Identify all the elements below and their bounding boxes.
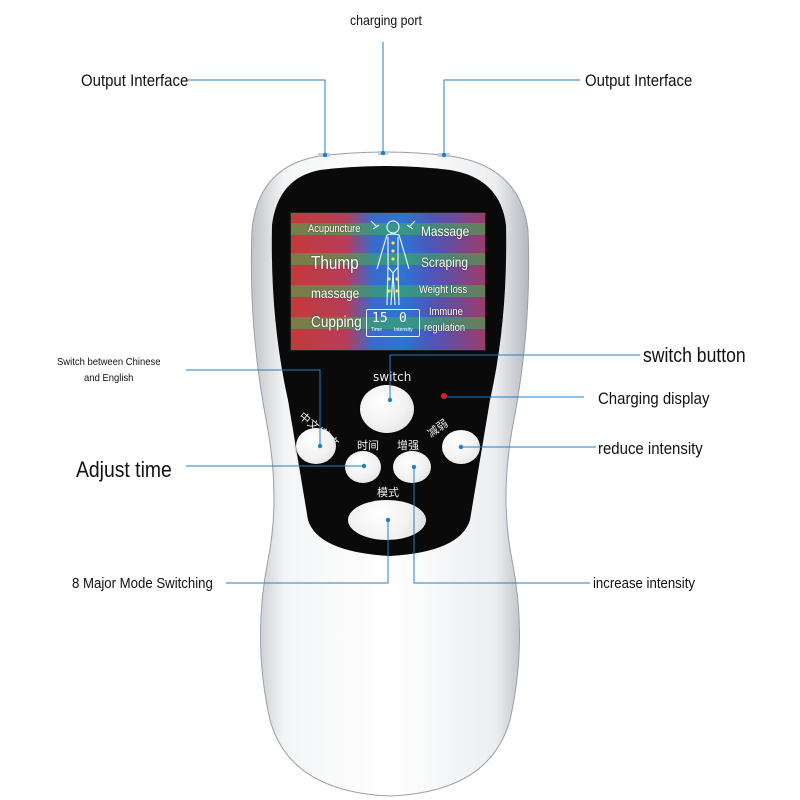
mode-cupping: Cupping	[311, 314, 362, 331]
callout-output-interface-right: Output Interface	[585, 71, 693, 90]
mode-button-label: 模式	[377, 486, 399, 499]
callout-charging-port: charging port	[350, 12, 422, 28]
time-button-label: 时间	[357, 439, 379, 452]
charging-led	[441, 393, 447, 399]
dot-adjust-time	[361, 463, 367, 469]
leader-output-left	[186, 79, 326, 154]
readout-panel: 15 0 Time Intensity	[366, 309, 420, 337]
dot-increase-intensity	[411, 464, 417, 470]
leader-language	[186, 369, 321, 446]
switch-button[interactable]	[360, 385, 414, 433]
callout-switch-language: Switch between Chinese and English	[57, 356, 161, 384]
dot-reduce-intensity	[458, 444, 464, 450]
dot-output-right	[441, 152, 447, 158]
language-button[interactable]	[296, 428, 336, 464]
mode-weight-loss: Weight loss	[419, 284, 468, 296]
dot-language	[317, 443, 323, 449]
mode-immune-line1: Immune	[429, 306, 463, 318]
callout-increase-intensity: increase intensity	[593, 575, 695, 592]
time-value: 15	[372, 311, 388, 326]
callout-switch-button: switch button	[643, 345, 746, 367]
callout-mode-switching: 8 Major Mode Switching	[72, 575, 213, 592]
mode-scraping: Scraping	[421, 254, 468, 270]
callout-adjust-time: Adjust time	[76, 457, 172, 482]
dot-output-left	[322, 152, 328, 158]
leader-switch-button	[389, 354, 640, 400]
dot-charging-port	[380, 150, 386, 156]
intensity-value: 0	[399, 311, 407, 326]
dot-switch-button	[387, 397, 393, 403]
callout-reduce-intensity: reduce intensity	[598, 439, 703, 458]
callout-charging-display: Charging display	[598, 389, 710, 408]
leader-increase-intensity	[413, 467, 590, 584]
leader-output-right	[443, 79, 580, 154]
increase-button-label: 增强	[397, 439, 419, 452]
callout-output-interface-left: Output Interface	[81, 71, 189, 90]
mode-massage: Massage	[421, 223, 470, 239]
lcd-screen: Acupuncture Massage Thump Scraping massa…	[290, 212, 486, 351]
mode-immune-line2: regulation	[424, 322, 466, 334]
time-label: Time	[371, 327, 382, 333]
intensity-label: Intensity	[394, 327, 413, 333]
mode-massage-lower: massage	[311, 285, 360, 301]
mode-thump: Thump	[311, 253, 359, 273]
body-figure-icon	[370, 220, 416, 306]
switch-button-label: switch	[373, 370, 412, 384]
leader-mode-switching	[226, 520, 389, 584]
dot-mode-switching	[385, 517, 391, 523]
mode-acupuncture: Acupuncture	[308, 223, 361, 235]
